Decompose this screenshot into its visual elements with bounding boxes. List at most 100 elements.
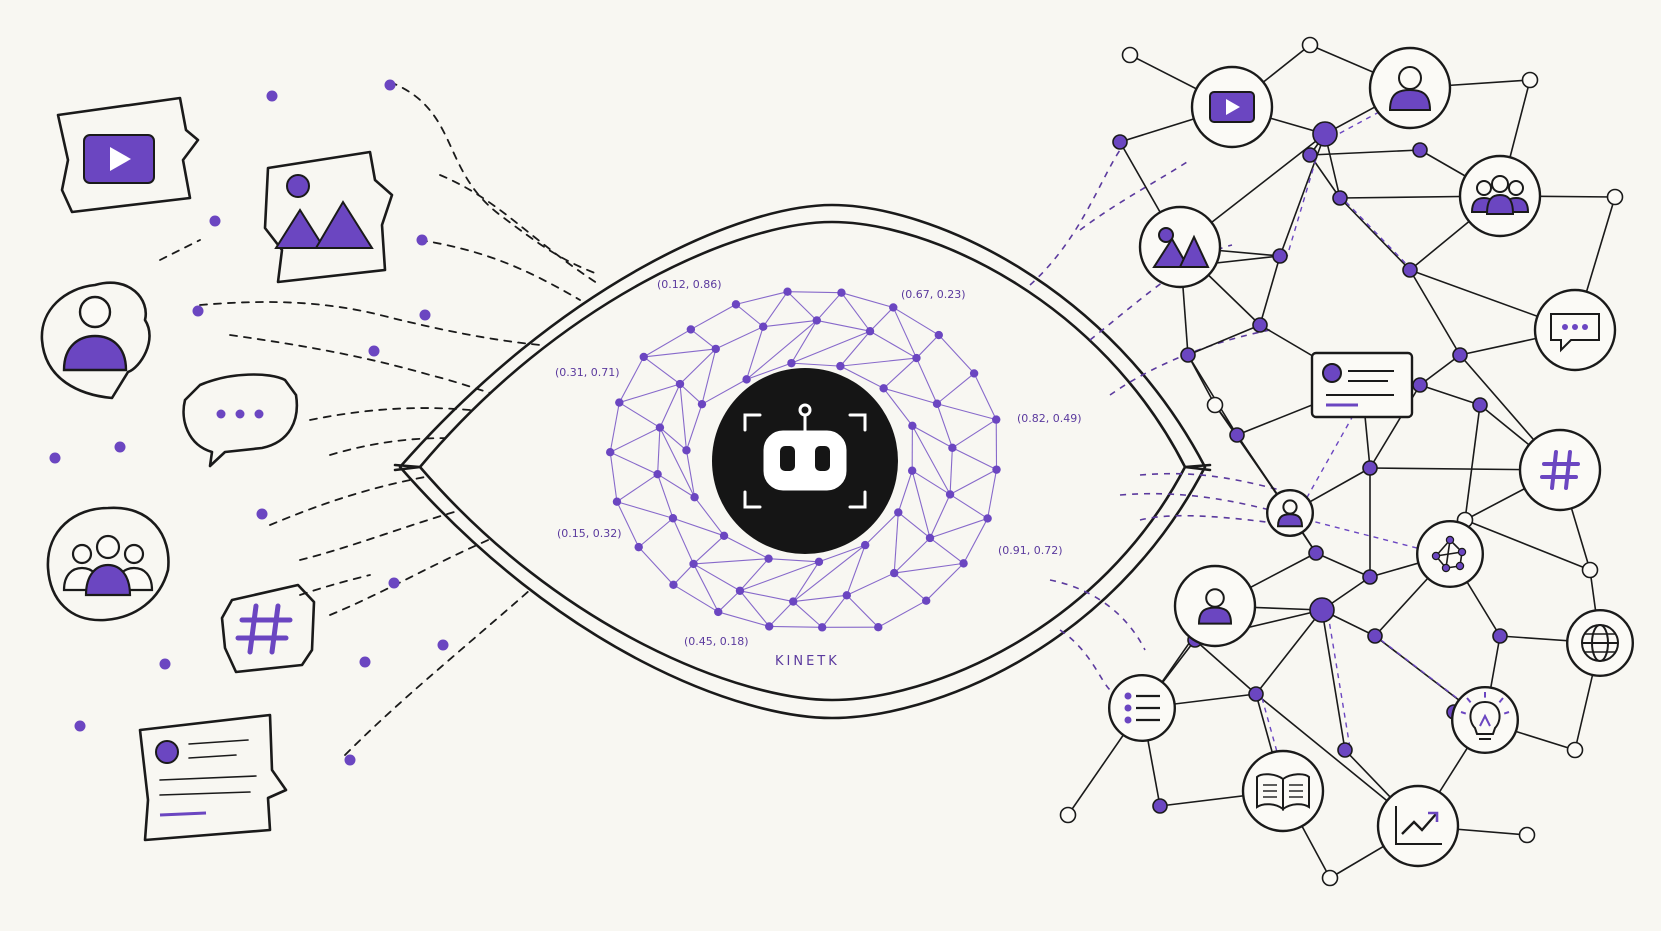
mesh-node — [908, 421, 917, 430]
mesh-node — [689, 559, 698, 569]
hashtag-icon — [1540, 450, 1580, 490]
network-node — [1229, 427, 1245, 443]
trend-chart-node — [1376, 784, 1460, 868]
mesh-node — [842, 591, 851, 600]
network-node — [1581, 561, 1599, 579]
left-document-card — [138, 713, 288, 842]
mesh-node — [686, 325, 696, 334]
mesh-node — [814, 557, 824, 566]
mesh-node — [759, 322, 768, 331]
mesh-node — [983, 514, 992, 523]
mesh-node — [655, 423, 665, 432]
network-node — [1606, 188, 1624, 206]
network-edge — [1259, 255, 1281, 326]
network-dashed-edge — [1295, 516, 1457, 559]
hashtag-node — [1518, 428, 1602, 512]
network-node — [1121, 46, 1139, 64]
mesh-node — [606, 448, 615, 457]
mesh-node — [992, 465, 1001, 474]
mesh-node — [992, 415, 1001, 424]
left-video-card — [56, 96, 200, 214]
mesh-node — [653, 470, 662, 479]
mesh-node — [787, 358, 796, 368]
mesh-node — [731, 300, 741, 309]
network-node — [1272, 248, 1288, 264]
network-edge — [1187, 354, 1216, 406]
chat-icon — [216, 409, 264, 419]
network-node — [1252, 317, 1268, 333]
network-edge — [1419, 384, 1481, 406]
mesh-node — [932, 399, 942, 408]
network-edge — [1419, 354, 1461, 386]
lightbulb-icon — [1460, 692, 1510, 740]
lightbulb-node — [1450, 686, 1519, 755]
network-icon-nodes — [1107, 46, 1634, 868]
mesh-node — [925, 533, 935, 543]
mesh-node — [764, 622, 774, 631]
mesh-node — [874, 622, 883, 632]
coord-label: (0.67, 0.23) — [901, 288, 966, 301]
network-graph — [1059, 36, 1634, 887]
network-edge — [1339, 197, 1411, 271]
image-icon — [274, 174, 374, 249]
network-edge — [1315, 552, 1371, 578]
network-node — [1312, 121, 1338, 147]
mesh-node — [837, 288, 846, 297]
document-node — [1310, 351, 1414, 419]
network-node — [1206, 396, 1224, 414]
coord-label: (0.12, 0.86) — [657, 278, 722, 291]
mesh-node — [682, 446, 691, 455]
chat-node — [1533, 288, 1617, 372]
user-icon — [62, 295, 128, 372]
network-node — [1492, 628, 1508, 644]
mesh-node — [889, 303, 898, 312]
network-node — [1332, 190, 1348, 206]
coord-label: (0.82, 0.49) — [1017, 412, 1082, 425]
mesh-node — [817, 623, 827, 632]
users-group-icon — [62, 534, 154, 597]
pupil — [712, 368, 898, 554]
coord-label: (0.31, 0.71) — [555, 366, 620, 379]
image-node — [1138, 205, 1222, 289]
mesh-node — [934, 330, 943, 340]
network-node — [1362, 460, 1378, 476]
network-node — [1472, 397, 1488, 413]
coord-label: (0.91, 0.72) — [998, 544, 1063, 557]
network-edge — [1464, 519, 1591, 571]
users-group-icon — [1470, 175, 1530, 215]
network-node — [1112, 134, 1128, 150]
network-dashed-edge — [1285, 158, 1317, 261]
network-node — [1415, 520, 1484, 589]
left-image-card — [263, 150, 394, 284]
left-stream-dots — [49, 79, 449, 766]
mesh-node — [783, 287, 792, 296]
list-icon — [1124, 692, 1160, 724]
mesh-node — [719, 531, 729, 540]
network-node — [1321, 869, 1339, 887]
mesh-node — [836, 361, 845, 371]
globe-icon — [1581, 624, 1619, 662]
mesh-node — [890, 568, 899, 578]
network-edge — [1187, 354, 1238, 436]
network-edge — [1187, 324, 1261, 356]
book-icon — [1256, 773, 1310, 811]
user-node — [1265, 489, 1314, 538]
user-icon — [1197, 588, 1233, 625]
mesh-node — [615, 398, 624, 407]
network-node — [1180, 347, 1196, 363]
network-node — [1452, 347, 1468, 363]
mesh-node — [634, 542, 643, 552]
network-dashed-edge — [1345, 201, 1417, 275]
network-node — [1059, 806, 1077, 824]
mesh-node — [865, 327, 875, 336]
network-node — [1301, 36, 1319, 54]
mesh-node — [894, 508, 903, 517]
network-edge — [1464, 404, 1481, 521]
left-chat-card — [182, 373, 299, 468]
network-edge — [1309, 149, 1421, 156]
mesh-node — [912, 353, 921, 363]
network-node — [1248, 686, 1264, 702]
network-node — [1367, 628, 1383, 644]
network-icon — [1431, 535, 1467, 573]
network-node — [1412, 377, 1428, 393]
